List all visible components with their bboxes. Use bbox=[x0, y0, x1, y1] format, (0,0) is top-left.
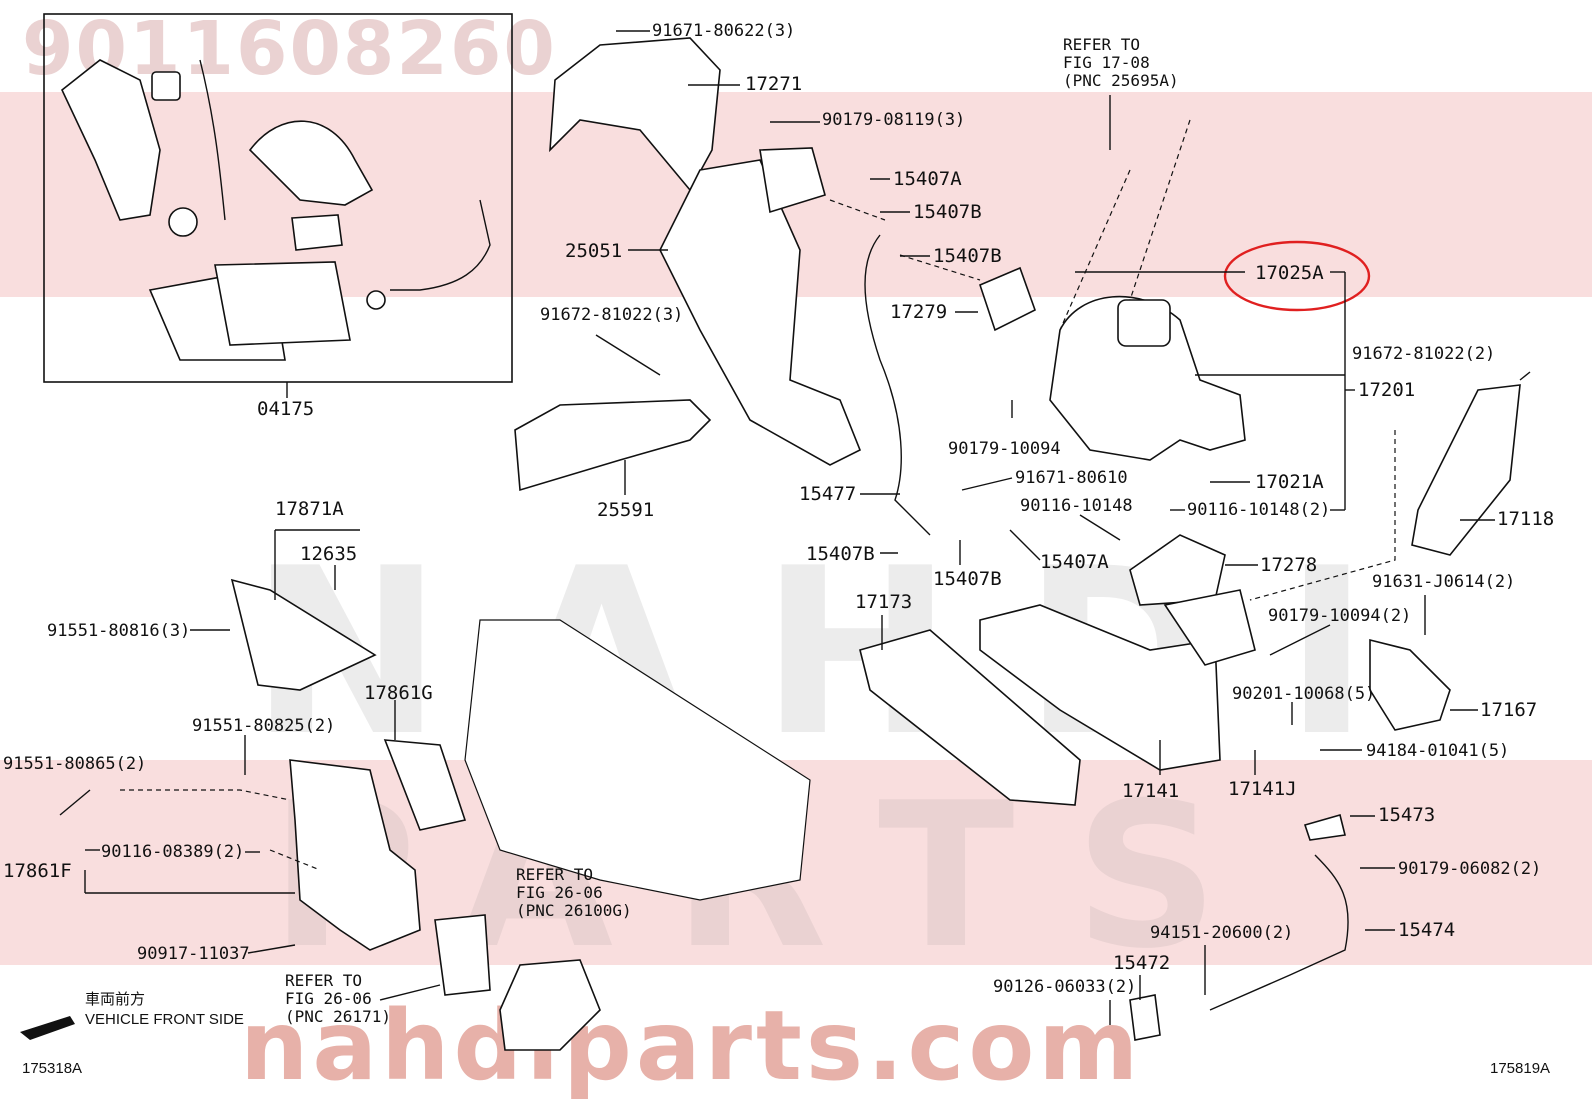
label-15407B-4: 15407B bbox=[933, 568, 1002, 590]
label-17141J: 17141J bbox=[1228, 778, 1297, 800]
oil-pipe-15477 bbox=[864, 234, 931, 536]
label-15407B-3: 15407B bbox=[806, 543, 875, 565]
label-94151-20600: 94151-20600(2) bbox=[1150, 923, 1294, 943]
label-17861F: 17861F bbox=[3, 860, 72, 882]
label-15407A: 15407A bbox=[893, 168, 962, 190]
label-90126-06033: 90126-06033(2) bbox=[993, 977, 1137, 997]
label-90917-11037: 90917-11037 bbox=[137, 944, 250, 964]
gasket-17279 bbox=[979, 266, 1036, 332]
inset-frame bbox=[43, 13, 513, 383]
label-17871A: 17871A bbox=[275, 498, 344, 520]
label-17271: 17271 bbox=[745, 73, 803, 95]
reference-fig-26-06-b: REFER TO FIG 26-06 (PNC 26171) bbox=[285, 971, 391, 1026]
label-91671-80622: 91671-80622(3) bbox=[652, 21, 796, 41]
insulator-17118 bbox=[1411, 384, 1521, 556]
label-17861G: 17861G bbox=[364, 682, 433, 704]
heat-insulator-17271 bbox=[549, 37, 721, 192]
front-arrow-shape bbox=[20, 1016, 75, 1040]
label-04175: 04175 bbox=[257, 398, 315, 420]
label-25051: 25051 bbox=[565, 240, 623, 262]
label-17021A: 17021A bbox=[1255, 471, 1324, 493]
engine-block-outline bbox=[464, 619, 811, 901]
footer-left-code: 175318A bbox=[22, 1060, 83, 1077]
gasket-17173 bbox=[859, 629, 1081, 806]
gasket-17861G bbox=[383, 739, 467, 831]
label-94184-01041: 94184-01041(5) bbox=[1366, 741, 1510, 761]
egr-17861F bbox=[289, 759, 421, 951]
inset-catalyst-shape bbox=[61, 59, 161, 221]
label-17167: 17167 bbox=[1480, 699, 1538, 721]
label-15407A-2: 15407A bbox=[1040, 551, 1109, 573]
label-90179-06082: 90179-06082(2) bbox=[1398, 859, 1542, 879]
label-15477: 15477 bbox=[799, 483, 857, 505]
label-15407B: 15407B bbox=[913, 201, 982, 223]
label-90179-10094-2: 90179-10094(2) bbox=[1268, 606, 1412, 626]
label-15473: 15473 bbox=[1378, 804, 1436, 826]
label-12635: 12635 bbox=[300, 543, 358, 565]
reference-fig-17-08: REFER TO FIG 17-08 (PNC 25695A) bbox=[1063, 35, 1179, 90]
gasket-17278 bbox=[1129, 534, 1226, 606]
label-91551-80825: 91551-80825(2) bbox=[192, 716, 336, 736]
insulator-17167 bbox=[1369, 638, 1451, 731]
reference-fig-26-06-a: REFER TO FIG 26-06 (PNC 26100G) bbox=[516, 865, 632, 920]
gasket-15472 bbox=[1129, 994, 1161, 1041]
label-17201: 17201 bbox=[1358, 379, 1416, 401]
label-17118: 17118 bbox=[1497, 508, 1555, 530]
label-15474: 15474 bbox=[1398, 919, 1456, 941]
label-91671-80610: 91671-80610 bbox=[1015, 468, 1128, 488]
label-15472: 15472 bbox=[1113, 952, 1171, 974]
label-91672-81022: 91672-81022(3) bbox=[540, 305, 684, 325]
label-90116-10148: 90116-10148 bbox=[1020, 496, 1133, 516]
label-17173: 17173 bbox=[855, 591, 913, 613]
label-91631-J0614: 91631-J0614(2) bbox=[1372, 572, 1516, 592]
label-17278: 17278 bbox=[1260, 554, 1318, 576]
footer-right-code: 175819A bbox=[1490, 1060, 1551, 1077]
gasket-15473 bbox=[1303, 814, 1346, 841]
label-91551-80865: 91551-80865(2) bbox=[3, 754, 147, 774]
bracket-25591 bbox=[514, 399, 712, 492]
bracket-17871A bbox=[230, 578, 377, 691]
label-90201-10068: 90201-10068(5) bbox=[1232, 684, 1376, 704]
label-91551-80816: 91551-80816(3) bbox=[47, 621, 191, 641]
label-91672-81022-right: 91672-81022(2) bbox=[1352, 344, 1496, 364]
label-25591: 25591 bbox=[597, 499, 655, 521]
converter-25051 bbox=[659, 159, 862, 466]
label-90179-10094: 90179-10094 bbox=[948, 439, 1061, 459]
oil-pipe-15474 bbox=[1209, 854, 1349, 1011]
highlight-ellipse-17025A bbox=[1223, 240, 1371, 312]
watermark-url: nahdiparts.com bbox=[240, 990, 1143, 1102]
label-90179-08119: 90179-08119(3) bbox=[822, 110, 966, 130]
front-side-english: VEHICLE FRONT SIDE bbox=[85, 1011, 244, 1028]
label-90116-10148-2: 90116-10148(2) bbox=[1187, 500, 1331, 520]
front-side-japanese: 車両前方 bbox=[85, 991, 146, 1008]
label-17025A: 17025A bbox=[1255, 262, 1324, 284]
label-17279: 17279 bbox=[890, 301, 948, 323]
inset-turbo-shape bbox=[248, 120, 374, 206]
label-15407B: 15407B bbox=[933, 245, 1002, 267]
manifold-17141 bbox=[979, 604, 1221, 771]
label-90116-08389: 90116-08389(2) bbox=[101, 842, 245, 862]
label-17141: 17141 bbox=[1122, 780, 1180, 802]
